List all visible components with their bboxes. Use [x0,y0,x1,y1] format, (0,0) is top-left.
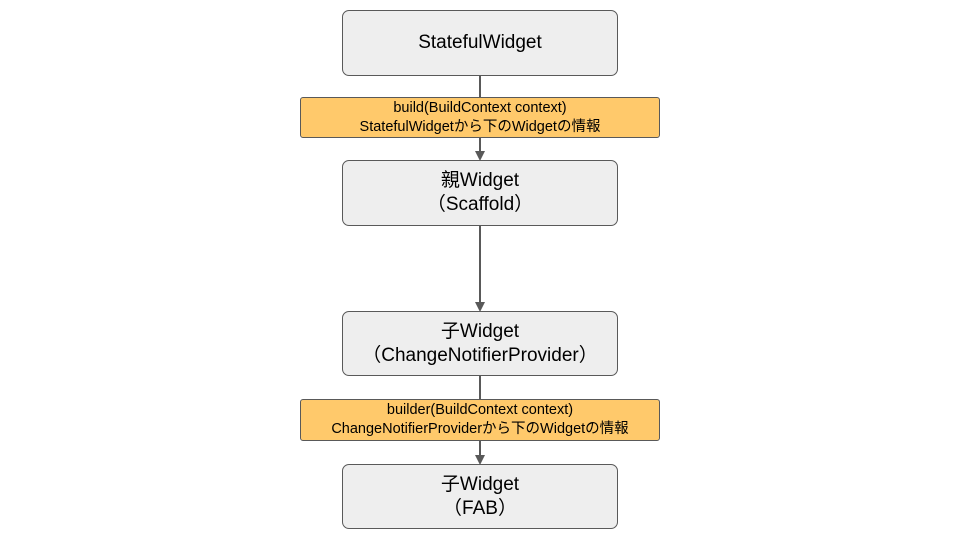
builder-method-label: builder(BuildContext context) ChangeNoti… [300,399,660,441]
child-provider-widget-node-line-1: 子Widget [440,320,520,342]
build-method-label: build(BuildContext context) StatefulWidg… [300,97,660,138]
stateful-widget-node-line-1: StatefulWidget [418,32,542,53]
child-fab-widget-node-line-2: （FAB） [443,497,517,519]
child-provider-widget-node-line-2: （ChangeNotifierProvider） [362,344,598,366]
build-method-label-line-2: StatefulWidgetから下のWidgetの情報 [359,118,601,135]
build-method-label-line-1: build(BuildContext context) [393,99,567,116]
parent-widget-node-line-2: （Scaffold） [426,194,534,215]
builder-method-label-line-2: ChangeNotifierProviderから下のWidgetの情報 [331,421,629,437]
builder-method-label-line-1: builder(BuildContext context) [386,402,574,418]
parent-widget-node-line-1: 親Widget [440,170,520,191]
parent-widget-node: 親Widget （Scaffold） [342,160,618,226]
child-fab-widget-node: 子Widget （FAB） [342,464,618,529]
child-provider-widget-node: 子Widget （ChangeNotifierProvider） [342,311,618,376]
child-fab-widget-node-line-1: 子Widget [440,473,520,495]
stateful-widget-node: StatefulWidget [342,10,618,76]
